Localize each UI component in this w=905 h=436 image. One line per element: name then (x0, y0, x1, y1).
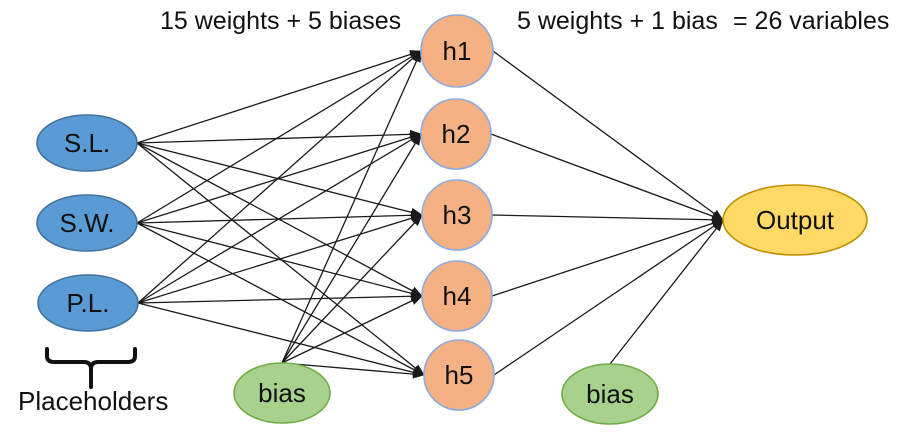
node-sl (36, 114, 138, 172)
edge-pl-h5 (137, 302, 425, 377)
edge-pl-h2 (137, 133, 422, 304)
edge-h5-output (493, 219, 724, 376)
edge-pl-h3 (137, 213, 423, 304)
node-h5 (423, 339, 495, 411)
node-label-h5: h5 (445, 360, 474, 390)
edge-sw-h2 (136, 132, 422, 224)
edge-h1-output (492, 50, 724, 221)
node-bias1 (233, 362, 331, 424)
node-pl (37, 274, 139, 332)
node-label-sl: S.L. (64, 128, 110, 158)
edge-h3-output (491, 214, 724, 225)
hidden-layer-caption: 15 weights + 5 biases (160, 7, 402, 35)
edge-bias1-h5 (281, 362, 425, 379)
node-label-sw: S.W. (60, 208, 115, 238)
edge-bias2-output (609, 219, 724, 365)
edge-pl-h4 (137, 291, 423, 304)
edge-sl-h2 (136, 129, 422, 144)
edge-bias1-h4 (281, 295, 423, 364)
node-label-h3: h3 (443, 200, 472, 230)
node-h2 (420, 98, 492, 170)
node-sw (36, 194, 138, 252)
nodes-layer: S.L. S.W. P.L. h1 h2 h3 h4 h5 bias bias Output (36, 14, 868, 425)
node-label-h1: h1 (443, 36, 472, 66)
edges-layer (136, 50, 724, 379)
node-label-bias1: bias (258, 378, 306, 408)
edge-pl-h1 (137, 50, 422, 304)
edge-sl-h1 (136, 50, 422, 144)
node-output (722, 184, 868, 256)
output-layer-caption: 5 weights + 1 bias (517, 7, 718, 35)
edge-bias1-h1 (281, 50, 422, 364)
node-label-output: Output (756, 205, 835, 235)
edge-sw-h1 (136, 50, 422, 224)
node-label-h2: h2 (442, 119, 471, 149)
edge-h4-output (491, 219, 724, 297)
edge-bias1-h2 (281, 133, 422, 364)
node-label-pl: P.L. (67, 288, 110, 318)
placeholders-brace (45, 347, 137, 389)
total-variables-caption: = 26 variables (733, 7, 890, 35)
node-bias2 (561, 363, 659, 425)
edge-h2-output (490, 133, 724, 221)
node-h3 (421, 179, 493, 251)
edge-bias1-h3 (281, 214, 423, 364)
placeholders-caption: Placeholders (18, 386, 169, 416)
node-label-h4: h4 (443, 281, 472, 311)
node-label-bias2: bias (586, 379, 634, 409)
node-h1 (420, 14, 494, 88)
node-h4 (421, 260, 493, 332)
